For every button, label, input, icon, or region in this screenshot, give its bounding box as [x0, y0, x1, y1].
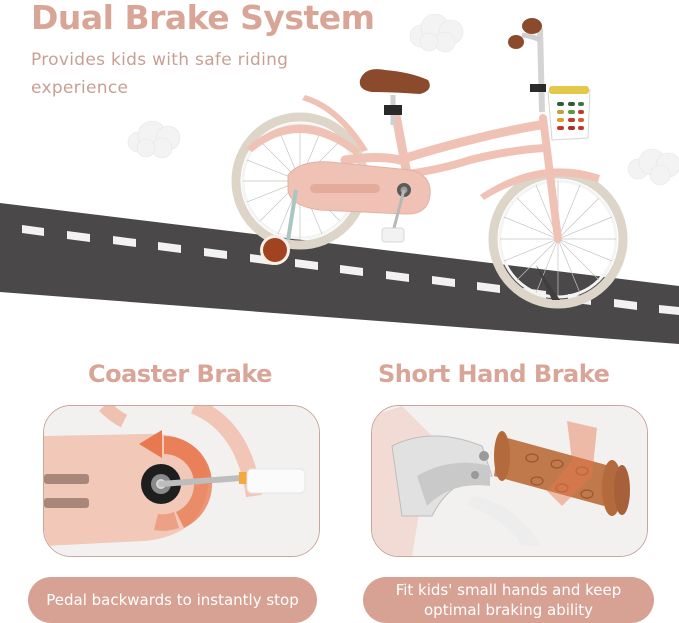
- caption-text: Fit kids' small hands and keep optimal b…: [395, 581, 622, 619]
- feature-title-hand-brake: Short Hand Brake: [378, 360, 610, 388]
- coaster-brake-image: [43, 405, 320, 557]
- caption-coaster-brake: Pedal backwards to instantly stop: [28, 577, 317, 623]
- subtitle: Provides kids with safe riding experienc…: [31, 50, 289, 98]
- hand-brake-image: [371, 405, 648, 557]
- cloud-icon: [127, 120, 181, 159]
- caption-text: Pedal backwards to instantly stop: [46, 591, 299, 609]
- feature-title-coaster-brake: Coaster Brake: [88, 360, 272, 388]
- caption-hand-brake: Fit kids' small hands and keep optimal b…: [363, 577, 654, 623]
- page-title: Dual Brake System: [31, 0, 375, 37]
- cloud-icon: [409, 13, 464, 53]
- cloud-icon: [627, 148, 679, 186]
- basket: [547, 86, 591, 141]
